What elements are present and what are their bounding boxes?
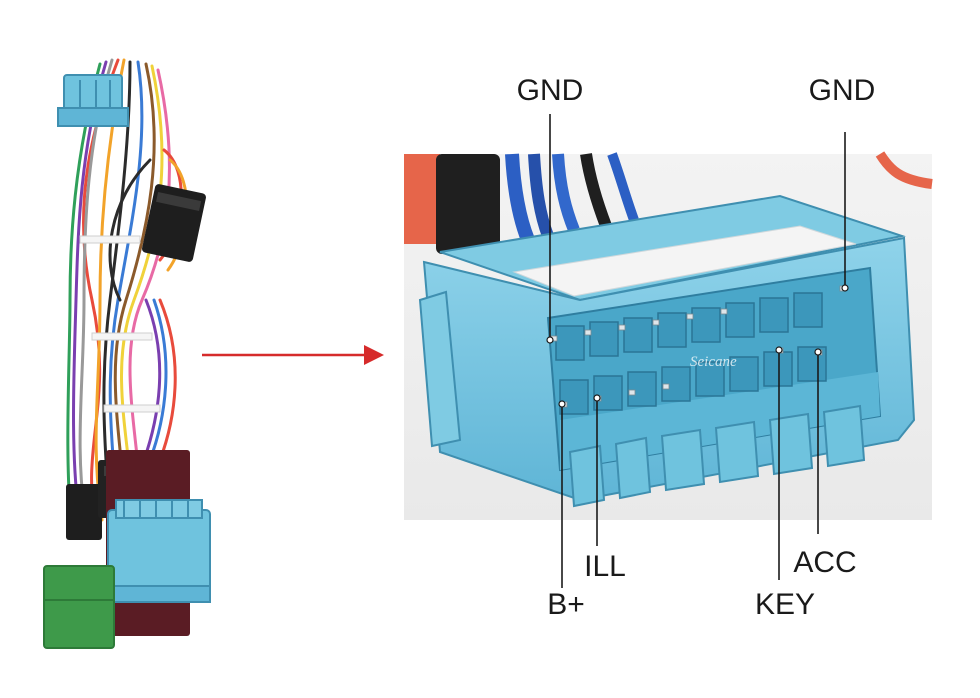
zip-tie <box>91 332 153 341</box>
side-latch <box>418 290 462 448</box>
label-b-plus: B+ <box>547 588 585 621</box>
label-gnd-left: GND <box>517 74 584 107</box>
wiring-harness-photo <box>43 58 211 649</box>
closeup-wires <box>404 151 933 254</box>
green-connector <box>43 565 115 649</box>
callout-dots <box>546 284 849 408</box>
pin-row-bottom <box>559 346 827 415</box>
small-blue-connector <box>57 74 129 127</box>
pin-row-top <box>555 292 823 361</box>
connector-closeup-photo: Seicane <box>404 151 933 520</box>
label-gnd-right: GND <box>809 74 876 107</box>
watermark: Seicane <box>690 354 737 370</box>
wire-bundle <box>66 58 189 532</box>
large-blue-connector <box>107 499 211 603</box>
zip-tie <box>103 404 161 413</box>
label-key: KEY <box>755 588 815 621</box>
zip-tie <box>79 235 141 244</box>
label-acc: ACC <box>793 546 856 579</box>
red-arrow <box>202 345 384 365</box>
label-ill: ILL <box>584 550 626 583</box>
closeup-blue-connector <box>418 194 916 508</box>
connector-white-label <box>512 225 857 297</box>
connector-latches <box>568 404 866 508</box>
callout-lines <box>549 114 846 588</box>
black-inline-connector <box>142 184 206 262</box>
